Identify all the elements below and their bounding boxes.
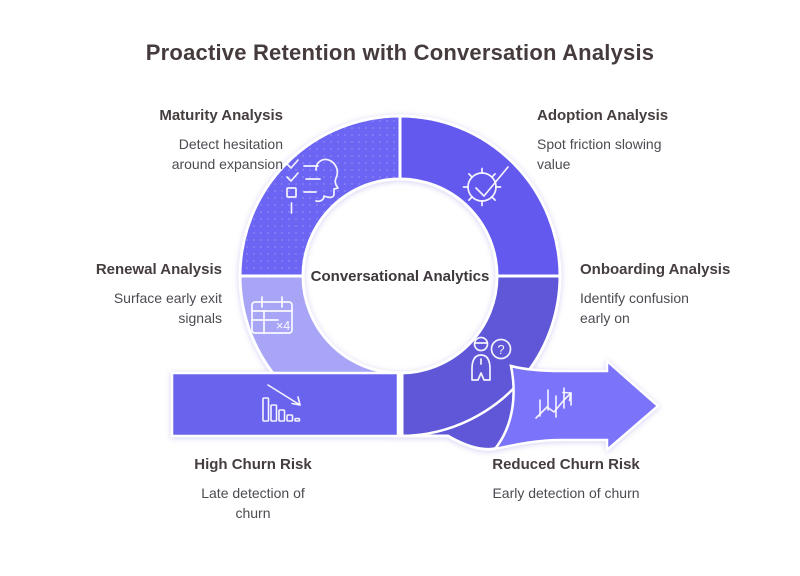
question-mark-text: ? bbox=[497, 342, 504, 357]
stage-adoption-description: Spot friction slowing value bbox=[537, 136, 662, 172]
stage-renewal-label: Renewal Analysis bbox=[95, 261, 222, 278]
stage-adoption-label: Adoption Analysis bbox=[537, 107, 669, 124]
stage-maturity-description: Detect hesitation around expansion bbox=[171, 136, 283, 172]
declining-bars-icon bbox=[262, 384, 301, 422]
stage-renewal-description: Surface early exit signals bbox=[113, 290, 222, 326]
center-label: Conversational Analytics bbox=[310, 268, 490, 285]
stage-renewal-label-block: Renewal Analysis Surface early exit sign… bbox=[42, 261, 222, 329]
ring-segment-adoption bbox=[398, 114, 562, 278]
outcome-high-churn-label: High Churn Risk bbox=[194, 456, 312, 473]
ring-segment-maturity-dots bbox=[240, 116, 400, 276]
gear-check-icon bbox=[462, 166, 509, 207]
stage-maturity-label-block: Maturity Analysis Detect hesitation arou… bbox=[103, 107, 283, 175]
arrow-band-right bbox=[491, 358, 660, 453]
outcome-high-churn-description: Late detection of churn bbox=[201, 485, 305, 521]
outcome-reduced-churn-description: Early detection of churn bbox=[492, 485, 640, 501]
calendar-multiplier-text: ×4 bbox=[276, 319, 290, 333]
page-title: Proactive Retention with Conversation An… bbox=[145, 40, 655, 65]
outcome-reduced-churn-label-block: Reduced Churn Risk Early detection of ch… bbox=[471, 456, 661, 504]
stage-onboarding-label-block: Onboarding Analysis Identify confusion e… bbox=[580, 261, 760, 329]
outcome-reduced-churn-label: Reduced Churn Risk bbox=[492, 456, 640, 473]
calendar-x4-icon: ×4 bbox=[251, 296, 293, 334]
outcome-high-churn-label-block: High Churn Risk Late detection of churn bbox=[158, 456, 348, 524]
stage-adoption-label-block: Adoption Analysis Spot friction slowing … bbox=[537, 107, 717, 175]
rising-trend-icon bbox=[535, 387, 572, 419]
head-checklist-icon bbox=[286, 158, 339, 214]
stage-onboarding-label: Onboarding Analysis bbox=[580, 261, 731, 278]
stage-onboarding-description: Identify confusion early on bbox=[580, 290, 689, 326]
person-question-icon: ? bbox=[471, 336, 512, 381]
arrow-band-left bbox=[170, 371, 400, 438]
stage-maturity-label: Maturity Analysis bbox=[159, 107, 283, 124]
